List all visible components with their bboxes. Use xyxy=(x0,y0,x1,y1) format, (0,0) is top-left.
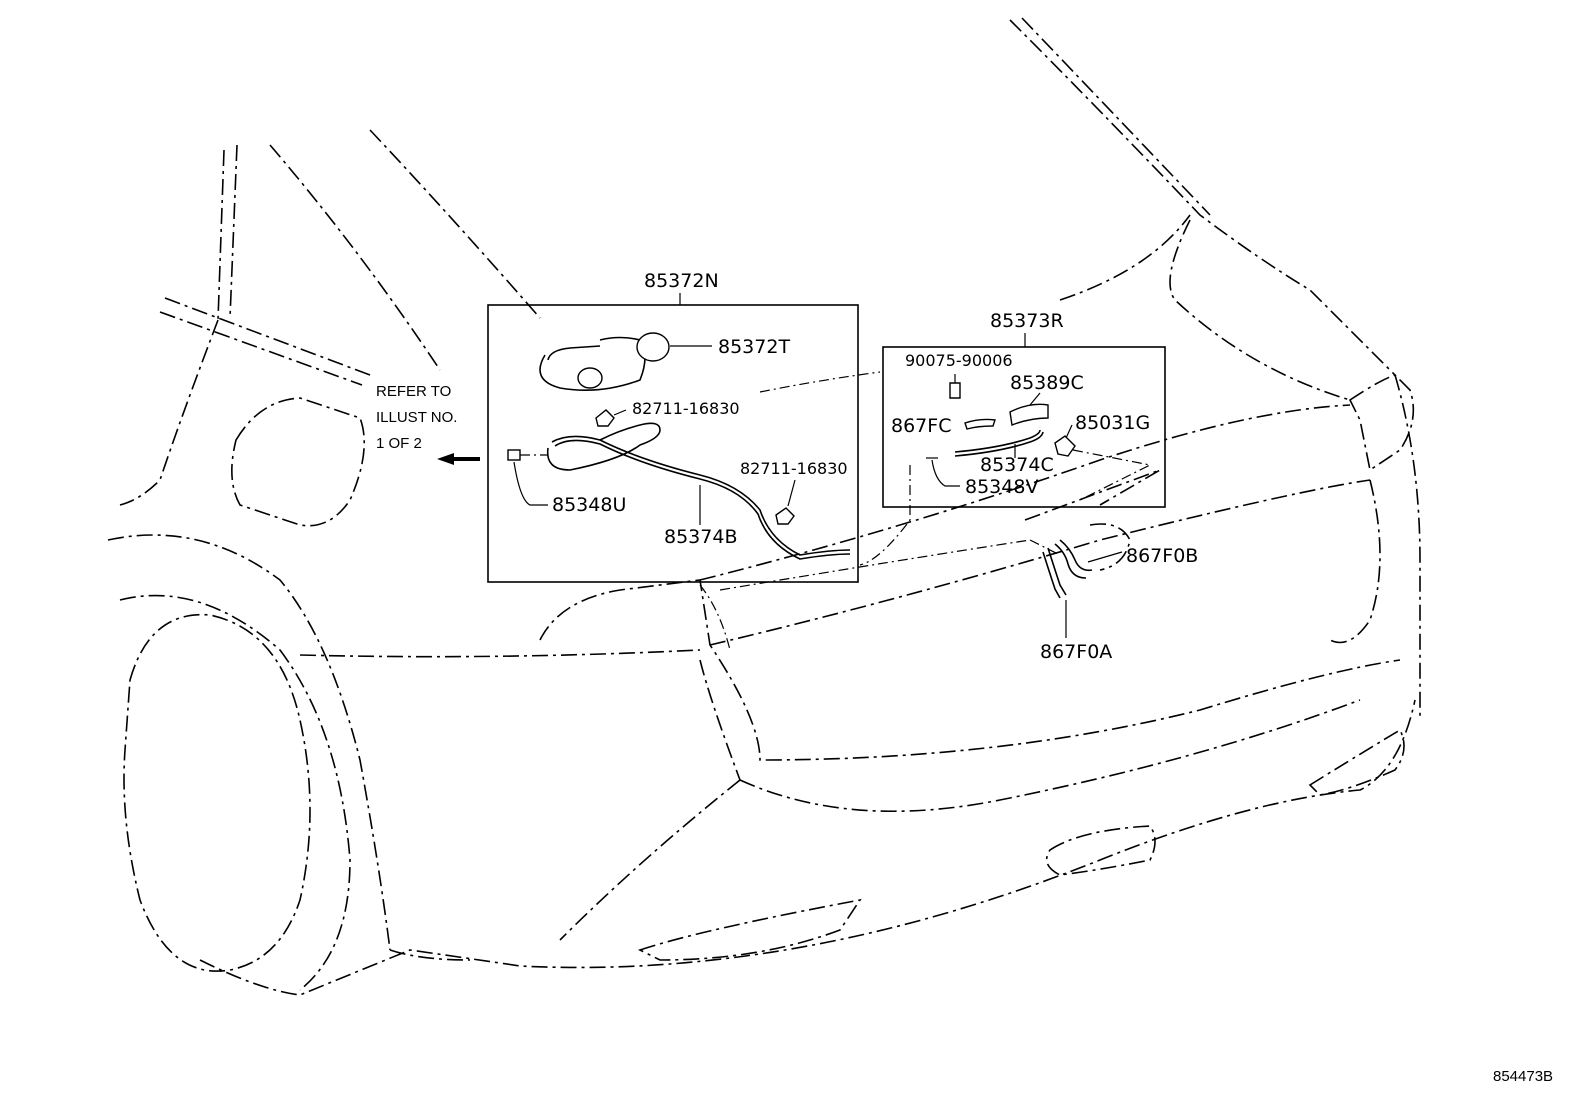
arrow-left-icon[interactable] xyxy=(437,453,480,465)
connector-85348V xyxy=(926,457,960,487)
bracket-867F0B xyxy=(1054,539,1123,579)
part-label-85374C[interactable]: 85374C xyxy=(980,454,1054,476)
part-label-867F0A[interactable]: 867F0A xyxy=(1040,641,1112,663)
illustration-id: 854473B xyxy=(1493,1068,1553,1085)
part-label-85348U[interactable]: 85348U xyxy=(552,494,626,516)
part-label-867FC[interactable]: 867FC xyxy=(891,415,951,437)
clip-82711-16830-upper xyxy=(595,409,627,427)
bracket-867F0A xyxy=(1042,547,1067,638)
part-label-85373R[interactable]: 85373R xyxy=(990,310,1064,332)
part-label-85372T[interactable]: 85372T xyxy=(718,336,790,358)
sensor-85031G xyxy=(1054,424,1076,457)
assembly-box-85372N xyxy=(487,293,859,583)
part-label-90075-90006[interactable]: 90075-90006 xyxy=(905,351,1013,370)
vehicle-body-outline xyxy=(107,17,1421,996)
part-label-85389C[interactable]: 85389C xyxy=(1010,372,1084,394)
cover-85389C xyxy=(1009,392,1049,426)
part-label-85031G[interactable]: 85031G xyxy=(1075,412,1150,434)
part-label-85372N[interactable]: 85372N xyxy=(644,270,719,292)
wire-harness-85372T xyxy=(539,332,712,392)
part-label-867F0B[interactable]: 867F0B xyxy=(1126,545,1198,567)
part-label-82711-16830-upper[interactable]: 82711-16830 xyxy=(632,399,740,418)
part-label-85348V[interactable]: 85348V xyxy=(965,476,1038,498)
refer-note: REFER TO ILLUST NO. 1 OF 2 xyxy=(376,383,480,465)
part-label-85374B[interactable]: 85374B xyxy=(664,526,737,548)
wire-85374C xyxy=(954,429,1044,458)
refer-note-line2: ILLUST NO. xyxy=(376,409,457,426)
assembly-box-85373R xyxy=(882,333,1166,508)
refer-note-line3: 1 OF 2 xyxy=(376,435,422,452)
pad-867FC xyxy=(964,418,996,430)
clip-82711-16830-lower xyxy=(775,479,796,525)
bolt-90075-90006 xyxy=(949,374,961,399)
part-label-82711-16830-lower[interactable]: 82711-16830 xyxy=(740,459,848,478)
refer-note-line1: REFER TO xyxy=(376,383,451,400)
wire-85374B xyxy=(507,422,851,560)
